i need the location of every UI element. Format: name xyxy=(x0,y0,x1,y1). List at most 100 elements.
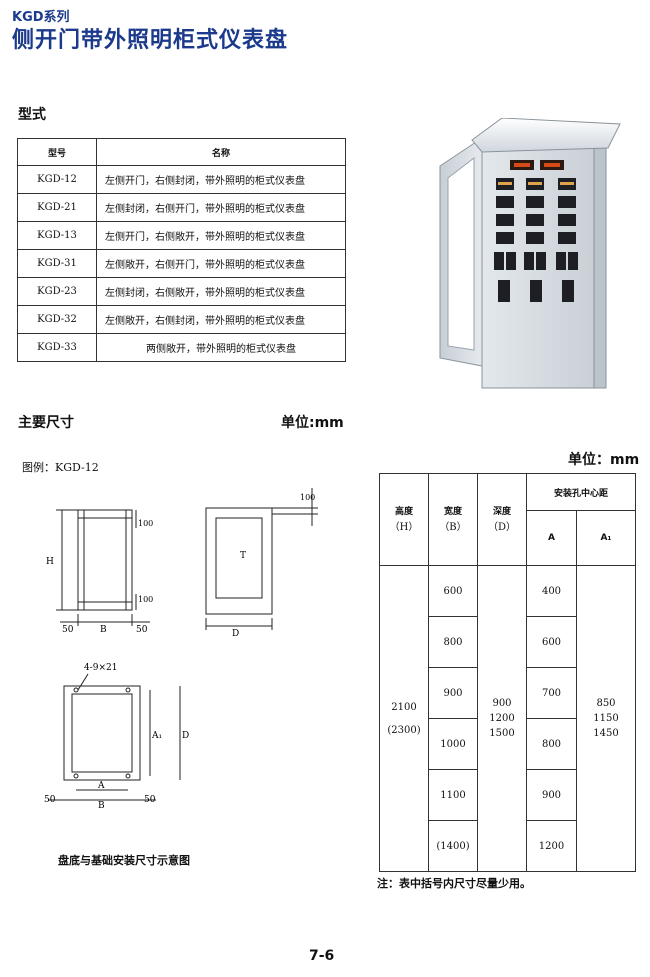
table-row: 900 700 xyxy=(380,667,636,719)
depth-header: 深度 （D） xyxy=(477,473,527,566)
width-value: 900 xyxy=(428,667,478,719)
table-header-row: 高度 （H） 宽度 （B） 深度 （D） 安装孔中心距 xyxy=(379,473,636,566)
depth-header-name: 深度 xyxy=(492,506,511,517)
width-header-symbol: （B） xyxy=(439,521,467,533)
a-header: A xyxy=(526,510,577,566)
model-code: KGD-32 xyxy=(17,305,97,334)
fifty-plan-right-label: 50 xyxy=(144,795,156,805)
table-row: KGD-33 两侧敞开，带外照明的柜式仪表盘 xyxy=(17,333,346,362)
table-header-row: 型号 名称 xyxy=(17,138,346,166)
dimension-section-heading: 主要尺寸 xyxy=(18,415,74,431)
table-subheader-row: A A₁ xyxy=(380,510,636,566)
width-value: 1100 xyxy=(428,769,478,821)
table-row: KGD-12 左侧开门，右侧封闭，带外照明的柜式仪表盘 xyxy=(17,165,346,194)
model-code: KGD-33 xyxy=(17,333,97,362)
table-row: KGD-31 左侧敞开，右侧开门，带外照明的柜式仪表盘 xyxy=(17,249,346,278)
model-code: KGD-21 xyxy=(17,193,97,222)
column-header-model: 型号 xyxy=(17,138,97,166)
a1-label: A₁ xyxy=(151,731,162,741)
a1-values-cell: 850 1150 1450 xyxy=(576,565,636,872)
width-value: (1400) xyxy=(428,820,478,872)
model-name: 左侧敞开，右侧封闭，带外照明的柜式仪表盘 xyxy=(96,305,346,334)
b-label: B xyxy=(100,625,107,635)
hundred-bottom-label: 100 xyxy=(138,595,153,604)
a-label: A xyxy=(97,781,105,791)
model-name: 左侧开门，右侧封闭，带外照明的柜式仪表盘 xyxy=(96,165,346,194)
width-header: 宽度 （B） xyxy=(428,473,478,566)
table-row: KGD-21 左侧封闭，右侧开门，带外照明的柜式仪表盘 xyxy=(17,193,346,222)
height-header: 高度 （H） xyxy=(379,473,429,566)
t-label: T xyxy=(240,551,246,561)
b-plan-label: B xyxy=(98,801,105,811)
depth-value: 900 xyxy=(492,698,512,709)
model-section-heading: 型式 xyxy=(18,107,46,123)
a-value: 400 xyxy=(526,565,577,617)
h-label: H xyxy=(46,557,54,567)
page-number: 7-6 xyxy=(309,948,335,964)
model-code: KGD-31 xyxy=(17,249,97,278)
indicator-strip xyxy=(510,160,564,170)
model-code: KGD-13 xyxy=(17,221,97,250)
model-code: KGD-12 xyxy=(17,165,97,194)
hundred-top-label: 100 xyxy=(138,519,153,528)
column-header-name: 名称 xyxy=(96,138,346,166)
height-values-cell: 2100(2300) xyxy=(379,565,429,872)
d-plan-label: D xyxy=(182,731,189,741)
depth-header-symbol: （D） xyxy=(487,521,517,533)
a1-value: 1450 xyxy=(593,728,619,739)
width-value: 1000 xyxy=(428,718,478,770)
depth-value: 1500 xyxy=(489,728,515,739)
hundred-side-label: 100 xyxy=(300,493,315,502)
a1-header: A₁ xyxy=(576,510,636,566)
a1-value: 1150 xyxy=(593,713,619,724)
table-row: KGD-23 左侧封闭，右侧敞开，带外照明的柜式仪表盘 xyxy=(17,277,346,306)
series-label: KGD系列 xyxy=(12,10,70,25)
model-name: 左侧封闭，右侧敞开，带外照明的柜式仪表盘 xyxy=(96,277,346,306)
height-header-name: 高度 xyxy=(394,506,413,517)
example-label: 图例：KGD-12 xyxy=(22,461,99,474)
dimension-table: 高度 （H） 宽度 （B） 深度 （D） 安装孔中心距 A A₁ 2100(2300)… xyxy=(379,473,636,872)
a1-value: 850 xyxy=(596,698,616,709)
side-elevation-drawing: T 100 D xyxy=(205,488,318,638)
front-elevation-drawing: H 100 100 50 B 50 xyxy=(46,509,153,635)
page-title: 侧开门带外照明柜式仪表盘 xyxy=(12,28,289,53)
a-value: 1200 xyxy=(526,820,577,872)
depth-values-cell: 900 1200 1500 xyxy=(477,565,527,872)
fifty-plan-left-label: 50 xyxy=(44,795,56,805)
table-row: 1000 800 xyxy=(380,718,636,770)
table-row: KGD-13 左侧开门，右侧敞开，带外照明的柜式仪表盘 xyxy=(17,221,346,250)
d-label: D xyxy=(232,629,239,638)
a-value: 900 xyxy=(526,769,577,821)
width-value: 800 xyxy=(428,616,478,668)
model-table: 型号 名称 KGD-12 左侧开门，右侧封闭，带外照明的柜式仪表盘 KGD-21… xyxy=(17,138,346,362)
table-row: 1100 900 xyxy=(380,769,636,821)
depth-value: 1200 xyxy=(489,713,515,724)
table-row: KGD-32 左侧敞开，右侧封闭，带外照明的柜式仪表盘 xyxy=(17,305,346,334)
table-note: 注：表中括号内尺寸尽量少用。 xyxy=(377,877,531,890)
model-name: 左侧敞开，右侧开门，带外照明的柜式仪表盘 xyxy=(96,249,346,278)
model-name: 左侧封闭，右侧开门，带外照明的柜式仪表盘 xyxy=(96,193,346,222)
width-header-name: 宽度 xyxy=(443,506,462,517)
width-value: 600 xyxy=(428,565,478,617)
cabinet-illustration xyxy=(439,118,621,389)
drawing-caption: 盘底与基础安装尺寸示意图 xyxy=(58,854,190,867)
height-header-symbol: （H） xyxy=(389,521,419,533)
a-value: 600 xyxy=(526,616,577,668)
model-code: KGD-23 xyxy=(17,277,97,306)
a-value: 700 xyxy=(526,667,577,719)
height-value: (2300) xyxy=(387,724,421,736)
table-row: (1400) 1200 xyxy=(380,820,636,872)
base-plan-drawing: 4-9×21 A₁ D A B 50 50 xyxy=(44,663,189,811)
holes-label: 4-9×21 xyxy=(84,663,118,673)
a-value: 800 xyxy=(526,718,577,770)
fifty-left-label: 50 xyxy=(62,625,74,635)
table-row: 800 600 xyxy=(380,616,636,668)
unit-label-right: 单位：mm xyxy=(568,452,640,468)
unit-label-left: 单位:mm xyxy=(281,415,344,431)
fifty-right-label: 50 xyxy=(136,625,148,635)
instrument-grid xyxy=(494,178,578,302)
model-name: 两侧敞开，带外照明的柜式仪表盘 xyxy=(96,333,346,362)
model-name: 左侧开门，右侧敞开，带外照明的柜式仪表盘 xyxy=(96,221,346,250)
hole-group-header: 安装孔中心距 xyxy=(526,473,636,511)
